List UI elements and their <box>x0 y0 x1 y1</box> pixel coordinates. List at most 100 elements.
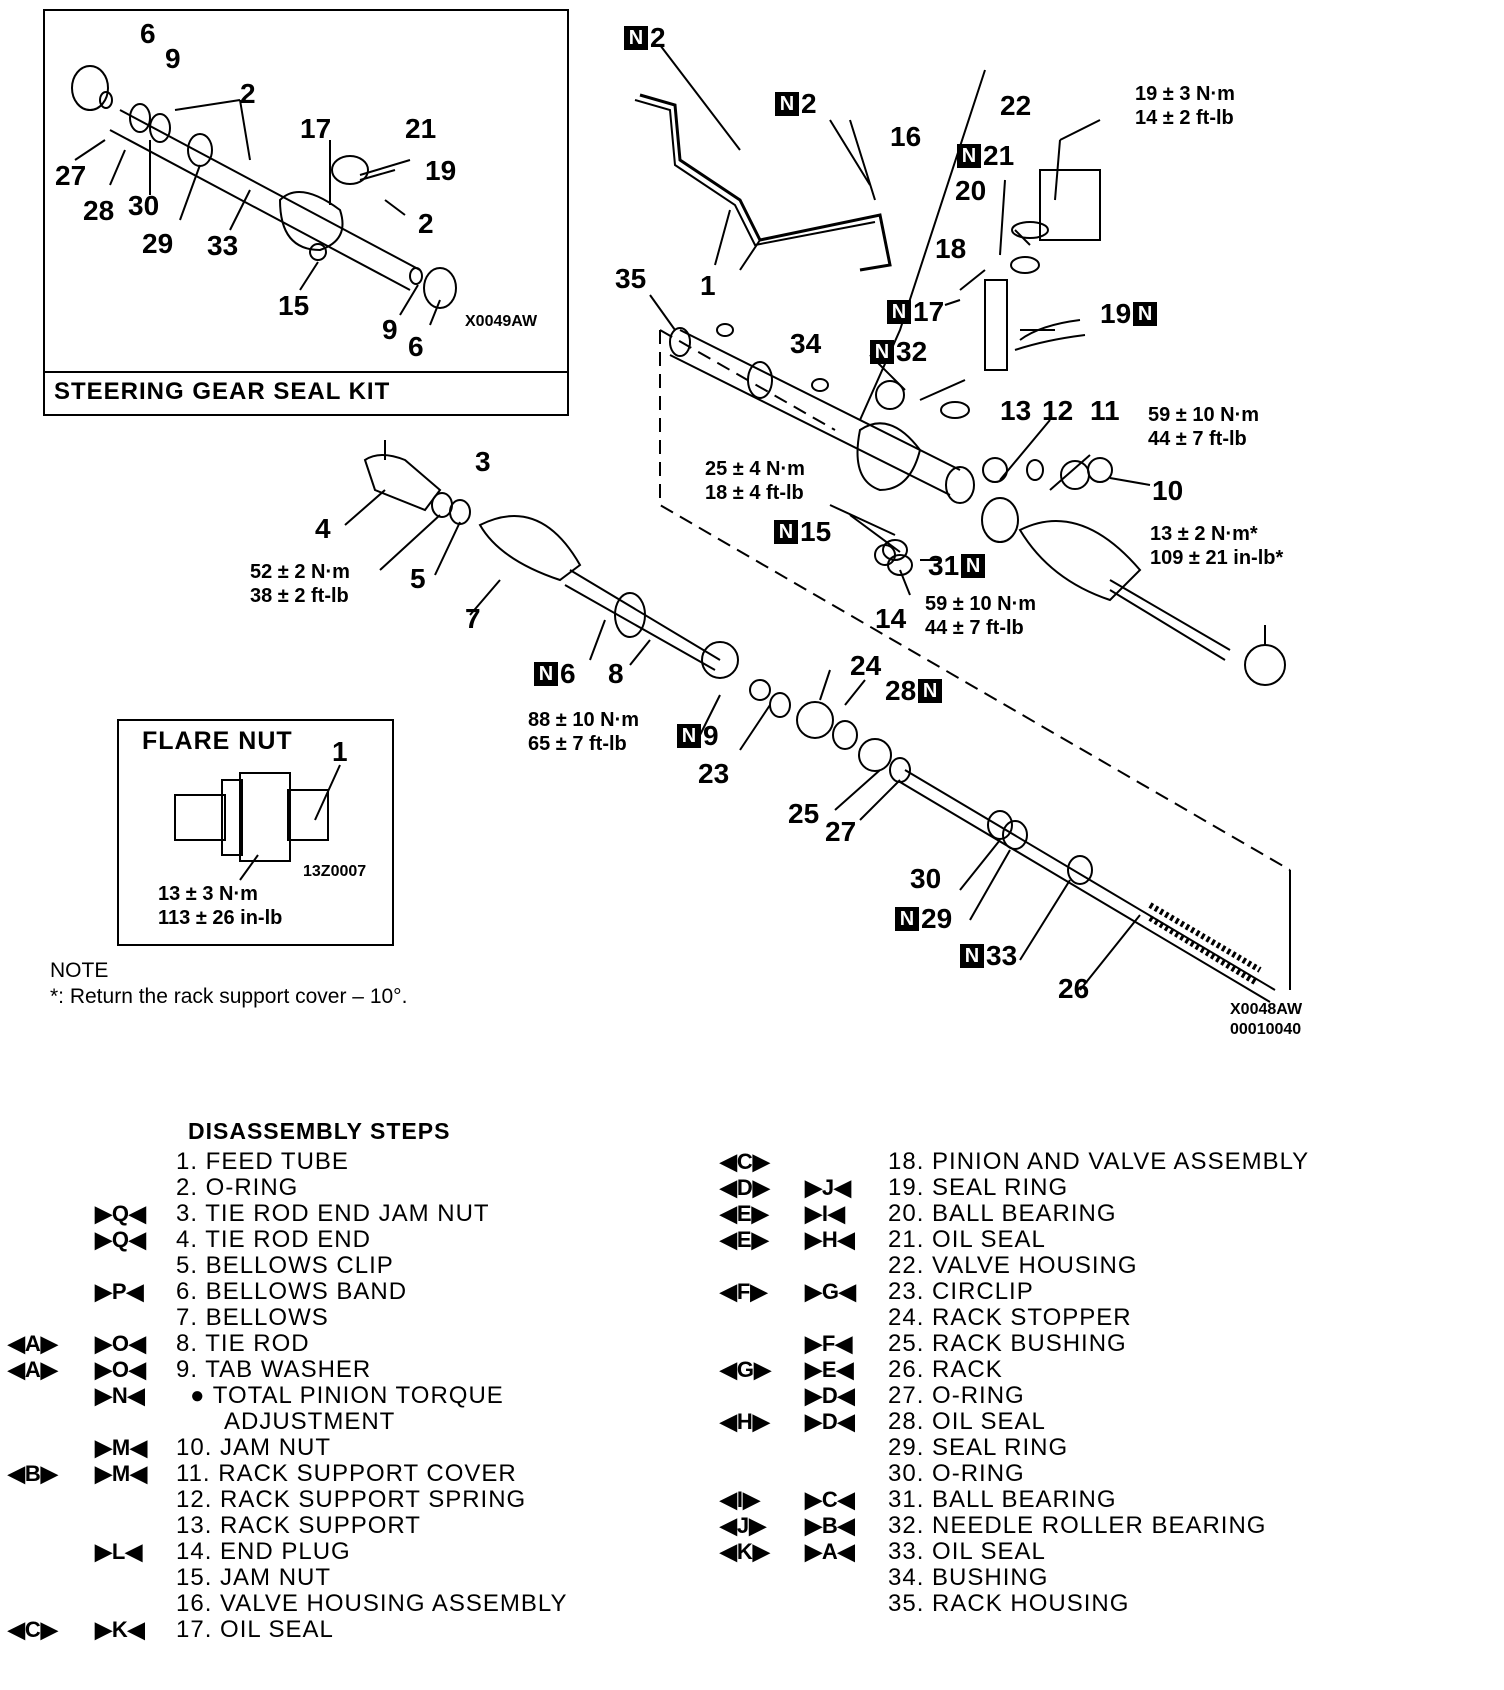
step-item: 22. VALVE HOUSING <box>888 1252 1138 1279</box>
callout-14: 14 <box>875 603 907 634</box>
step-item: 6. BELLOWS BAND <box>176 1278 408 1305</box>
step-marker-disassembly: ◀E▶ <box>720 1227 769 1252</box>
step-item: 20. BALL BEARING <box>888 1200 1117 1227</box>
flare-nut-code: 13Z0007 <box>303 863 367 880</box>
step-item: 4. TIE ROD END <box>176 1226 371 1253</box>
step-marker-disassembly: ◀H▶ <box>720 1409 770 1434</box>
step-marker-reassembly: ▶P◀ <box>95 1279 144 1304</box>
step-item: 17. OIL SEAL <box>176 1616 334 1643</box>
new-part-badge: N <box>677 724 701 748</box>
note-text: *: Return the rack support cover – 10°. <box>50 985 408 1008</box>
new-part-badge: N <box>918 679 943 703</box>
step-item: 34. BUSHING <box>888 1564 1049 1591</box>
new-part-badge: N <box>957 144 981 168</box>
step-item: 21. OIL SEAL <box>888 1226 1046 1253</box>
step-marker-disassembly: ◀E▶ <box>720 1201 769 1226</box>
new-part-badge: N <box>960 944 984 968</box>
step-marker-reassembly: ▶Q◀ <box>95 1201 146 1226</box>
step-marker-disassembly: ◀K▶ <box>720 1539 770 1564</box>
step-item: 14. END PLUG <box>176 1538 351 1565</box>
seal-kit-title: STEERING GEAR SEAL KIT <box>54 378 391 405</box>
seal-kit-callout: 19 <box>425 155 457 186</box>
seal-kit-frame <box>43 9 569 416</box>
step-marker-disassembly: ◀A▶ <box>8 1331 58 1356</box>
seal-kit-callout: 28 <box>83 195 115 226</box>
seal-kit-callout: 9 <box>382 314 398 345</box>
step-item: 10. JAM NUT <box>176 1434 332 1461</box>
seal-kit-callout: 17 <box>300 113 332 144</box>
callout-10: 10 <box>1152 475 1184 506</box>
callout-34: 34 <box>790 328 822 359</box>
step-marker-reassembly: ▶I◀ <box>805 1201 845 1226</box>
new-part-badge: N <box>624 26 648 50</box>
callout-4: 4 <box>315 513 331 544</box>
step-marker-reassembly: ▶J◀ <box>805 1175 852 1200</box>
callout-23: 23 <box>698 758 730 789</box>
step-item: 33. OIL SEAL <box>888 1538 1046 1565</box>
seal-kit-callout: 2 <box>418 208 434 239</box>
step-marker-reassembly: ▶E◀ <box>805 1357 854 1382</box>
callout-12: 12 <box>1042 395 1074 426</box>
step-marker-disassembly: ◀C▶ <box>8 1617 58 1642</box>
step-item: 29. SEAL RING <box>888 1434 1069 1461</box>
new-part-badge: N <box>895 907 919 931</box>
step-marker-reassembly: ▶O◀ <box>95 1331 146 1356</box>
step-marker-reassembly: ▶D◀ <box>805 1409 855 1434</box>
step-marker-reassembly: ▶H◀ <box>805 1227 855 1252</box>
step-item: 8. TIE ROD <box>176 1330 310 1357</box>
step-marker-disassembly: ◀A▶ <box>8 1357 58 1382</box>
step-item: 35. RACK HOUSING <box>888 1590 1130 1617</box>
new-part-badge: N <box>534 662 558 686</box>
step-item: ADJUSTMENT <box>224 1408 396 1435</box>
step-marker-reassembly: ▶N◀ <box>95 1383 145 1408</box>
callout-7: 7 <box>465 603 481 634</box>
seal-kit-callout: 6 <box>408 331 424 362</box>
step-item: 9. TAB WASHER <box>176 1356 372 1383</box>
new-part-badge: N <box>870 340 894 364</box>
step-marker-disassembly: ◀G▶ <box>720 1357 771 1382</box>
step-marker-reassembly: ▶K◀ <box>95 1617 145 1642</box>
flare-nut-callout: 1 <box>332 736 348 767</box>
callout-8: 8 <box>608 658 624 689</box>
step-item: 30. O-RING <box>888 1460 1025 1487</box>
new-part-badge: N <box>774 520 798 544</box>
step-marker-disassembly: ◀J▶ <box>720 1513 767 1538</box>
seal-kit-callout: 2 <box>240 78 256 109</box>
callout-16: 16 <box>890 121 922 152</box>
step-item: 16. VALVE HOUSING ASSEMBLY <box>176 1590 568 1617</box>
step-item: 13. RACK SUPPORT <box>176 1512 421 1539</box>
callout-18: 18 <box>935 233 967 264</box>
step-item: 19. SEAL RING <box>888 1174 1069 1201</box>
flare-nut-title: FLARE NUT <box>142 727 293 755</box>
callout-3: 3 <box>475 446 491 477</box>
flare-nut-frame <box>117 719 394 946</box>
step-marker-disassembly: ◀I▶ <box>720 1487 760 1512</box>
step-item: ● TOTAL PINION TORQUE <box>190 1382 504 1409</box>
seal-kit-callout: 21 <box>405 113 437 144</box>
step-item: 24. RACK STOPPER <box>888 1304 1132 1331</box>
steps-heading: DISASSEMBLY STEPS <box>188 1118 451 1144</box>
step-marker-disassembly: ◀C▶ <box>720 1149 770 1174</box>
callout-11: 11 <box>1090 395 1120 426</box>
step-marker-reassembly: ▶D◀ <box>805 1383 855 1408</box>
step-item: 31. BALL BEARING <box>888 1486 1117 1513</box>
seal-kit-callout: 30 <box>128 190 160 221</box>
callout-24: 24 <box>850 650 882 681</box>
seal-kit-callout: 29 <box>142 228 174 259</box>
step-marker-reassembly: ▶M◀ <box>95 1435 148 1460</box>
step-marker-reassembly: ▶O◀ <box>95 1357 146 1382</box>
